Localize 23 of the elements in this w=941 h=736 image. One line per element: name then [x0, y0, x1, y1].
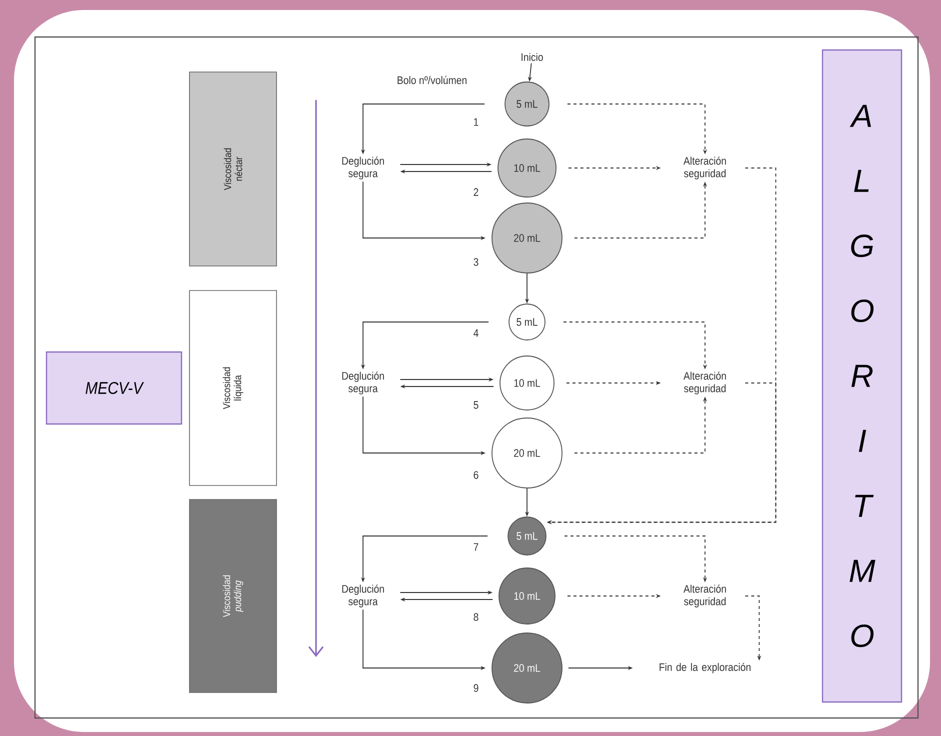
step-number: 2: [474, 188, 478, 196]
outcome-label: Deglución segura: [342, 584, 384, 608]
category-box: Viscosidad pudding: [189, 499, 277, 693]
end-label: Fin de la exploración: [660, 662, 750, 674]
step-number: 1: [474, 118, 478, 126]
step-number: 9: [474, 684, 478, 692]
outcome-label: Alteración seguridad: [684, 584, 726, 608]
step-number: 6: [474, 471, 478, 479]
outcome-label: Deglución segura: [342, 156, 384, 180]
start-label: Inicio: [522, 52, 543, 62]
step-number: 7: [474, 543, 478, 551]
label-box: MECV-V: [46, 351, 182, 425]
step-number: 8: [474, 613, 478, 621]
category-box: Viscosidad néctar: [189, 72, 277, 266]
step-number: 3: [474, 258, 478, 266]
outcome-label: Deglución segura: [342, 372, 384, 394]
step-number: 5: [474, 401, 478, 409]
vertical-banner: ALGORITMO: [822, 49, 902, 703]
outcome-label: Alteración seguridad: [684, 372, 726, 394]
step-number: 4: [474, 329, 478, 337]
category-box: Viscosidad líquida: [189, 290, 277, 486]
column-heading: Bolo nº/volúmen: [398, 76, 466, 84]
outcome-label: Alteración seguridad: [684, 156, 726, 180]
